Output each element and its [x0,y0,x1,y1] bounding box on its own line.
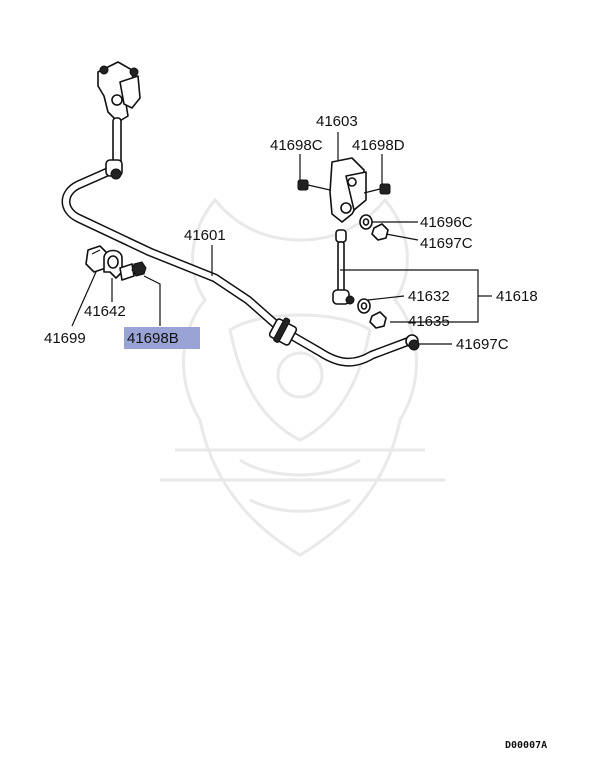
label-41698b: 41698B [127,330,179,347]
diagram-code: D00007A [505,740,547,751]
label-41618: 41618 [496,288,538,305]
label-41699: 41699 [44,330,86,347]
washer-41696c [359,214,373,230]
stabilizer-bar [61,165,417,367]
label-41642: 41642 [84,303,126,320]
label-41698d: 41698D [352,137,405,154]
label-41698c: 41698C [270,137,323,154]
washer-41632 [357,298,371,314]
watermark-emblem [160,197,445,557]
part-labels: 41603 41698C 41698D 41696C 41697C 41601 … [44,113,547,751]
bar-end-eye [405,334,420,351]
label-41635: 41635 [408,313,450,330]
bar-bushing [268,317,298,346]
label-41603: 41603 [316,113,358,130]
label-41601: 41601 [184,227,226,244]
nut-41698b [131,261,147,277]
left-stabilizer-link [97,61,141,180]
right-bracket [329,157,367,223]
bolt-41698c [297,179,331,191]
highlight-box [124,327,200,349]
nut-41697c-upper [371,223,389,241]
label-41697c-upper: 41697C [420,235,473,252]
label-41696c: 41696C [420,214,473,231]
label-41632: 41632 [408,288,450,305]
clamp-41642 [103,249,135,281]
nut-41635 [369,311,387,329]
bolt-41698d [363,183,391,195]
right-stabilizer-link [332,229,355,305]
leader-lines [71,132,492,345]
label-41697c-lower: 41697C [456,336,509,353]
